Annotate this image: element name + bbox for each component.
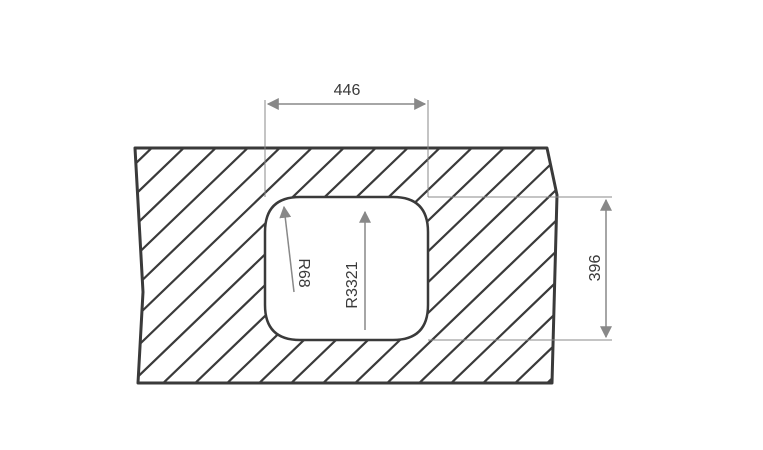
hatch-line [135, 148, 257, 383]
hatch-line [411, 148, 557, 383]
hatch-line [347, 148, 557, 383]
top-radius-label: R3321 [344, 261, 361, 308]
hatch-line [135, 148, 289, 383]
height-label: 396 [587, 255, 604, 282]
hatch-line [475, 148, 557, 383]
hatch-line [135, 148, 385, 383]
hatch-line [135, 148, 321, 383]
countertop-slab [133, 140, 763, 390]
top-radius-annotation: R3321 [344, 210, 371, 330]
hatch-line [539, 148, 557, 383]
width-dimension: 446 [264, 82, 429, 197]
corner-radius-label: R68 [295, 258, 312, 287]
sink-cutout [263, 195, 430, 342]
corner-radius-arrow [279, 205, 295, 293]
corner-radius-annotation: R68 [279, 205, 312, 293]
hatch-line [135, 148, 225, 383]
hatch-line [379, 148, 557, 383]
hatch-line [700, 140, 763, 390]
width-label: 446 [334, 82, 361, 99]
slab-outline [133, 146, 559, 385]
hatch-line [443, 148, 557, 383]
hatch-line [636, 140, 763, 390]
hatch-line [135, 148, 193, 383]
height-dimension: 396 [428, 196, 612, 341]
hatch-line [507, 148, 557, 383]
hatch-line [315, 148, 557, 383]
hatch-line [668, 140, 763, 390]
hatch-line [732, 140, 763, 390]
hatch-line [604, 140, 763, 390]
